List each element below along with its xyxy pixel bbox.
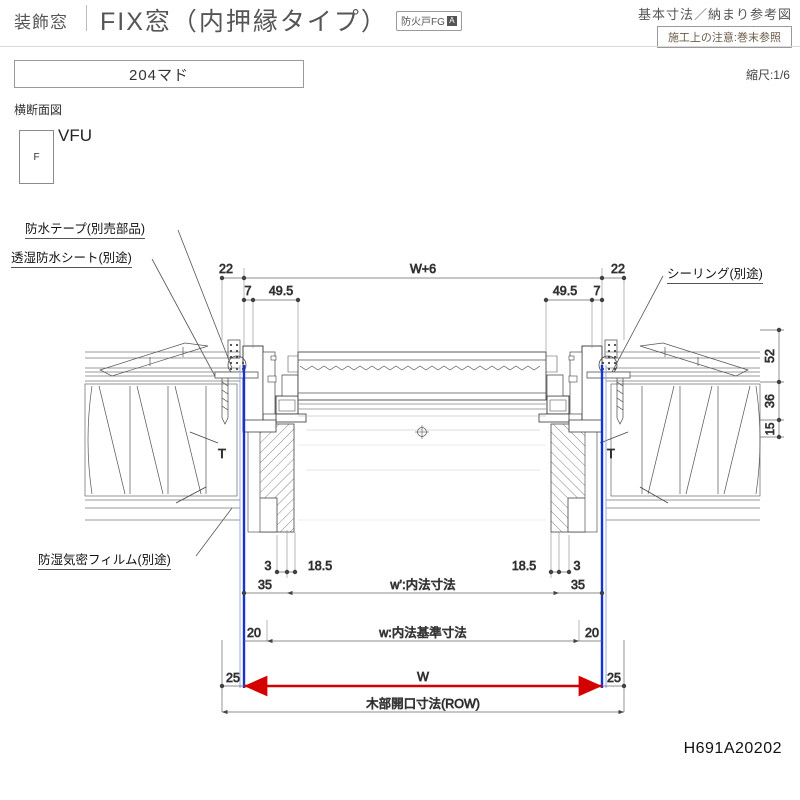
window-key-letter: F (33, 151, 40, 163)
dim-top-right-22: 22 (611, 262, 625, 276)
dim-right-35: 35 (571, 578, 585, 592)
dim-right-7: 7 (594, 284, 601, 298)
callout-waterproof-tape: 防水テープ(別売部品) (25, 218, 146, 239)
scale-label: 縮尺:1/6 (745, 68, 790, 82)
dim-inner-w: w:内法基準寸法 (378, 625, 467, 640)
dim-top-left-22: 22 (219, 262, 233, 276)
dim-overall-W: W (417, 670, 429, 684)
header-rule (0, 46, 800, 47)
page-title: FIX窓（内押縁タイプ） (100, 8, 388, 36)
dim-right-20: 20 (585, 626, 599, 640)
dim-right-T: T (607, 446, 615, 461)
window-key-name: VFU (58, 126, 92, 145)
model-name-box: 204マド (14, 60, 304, 88)
dim-right-18-5: 18.5 (512, 559, 536, 573)
header-divider (86, 5, 87, 31)
callout-moisture-film: 防湿気密フィルム(別途) (38, 549, 171, 570)
dim-vert-36: 36 (763, 394, 777, 408)
fire-door-badge: 防火戸FG A (396, 11, 462, 31)
dim-right-3: 3 (574, 559, 581, 573)
callout-sealing: シーリング(別途) (667, 263, 763, 284)
header-category: 装飾窓 (14, 13, 68, 32)
dim-left-T: T (218, 446, 226, 461)
document-id: H691A20202 (683, 740, 782, 757)
fire-door-grade: A (446, 15, 457, 26)
dim-left-49-5: 49.5 (269, 284, 293, 298)
dim-top-center-w6: W+6 (410, 262, 436, 276)
header-right-title: 基本寸法／納まり参考図 (637, 7, 792, 22)
dim-left-3: 3 (265, 559, 272, 573)
dim-vert-15: 15 (765, 423, 777, 436)
dim-right-25: 25 (607, 671, 621, 685)
dim-vert-52: 52 (763, 349, 777, 363)
construction-note: 施工上の注意:巻末参照 (656, 26, 792, 48)
dim-row-label: 木部開口寸法(ROW) (366, 696, 480, 711)
section-view-label: 横断面図 (14, 103, 63, 117)
dim-left-20: 20 (247, 626, 261, 640)
callout-vapor-sheet: 透湿防水シート(別途) (11, 247, 132, 268)
dim-left-18-5: 18.5 (308, 559, 332, 573)
fire-door-badge-label: 防火戸FG (401, 17, 445, 28)
dim-left-7: 7 (245, 284, 252, 298)
dim-left-35: 35 (258, 578, 272, 592)
dim-right-49-5: 49.5 (553, 284, 577, 298)
window-key-symbol: F (19, 130, 54, 184)
model-name: 204マド (128, 66, 190, 84)
dim-inner-w-prime: w’:内法寸法 (389, 578, 455, 592)
dim-left-25: 25 (226, 671, 240, 685)
